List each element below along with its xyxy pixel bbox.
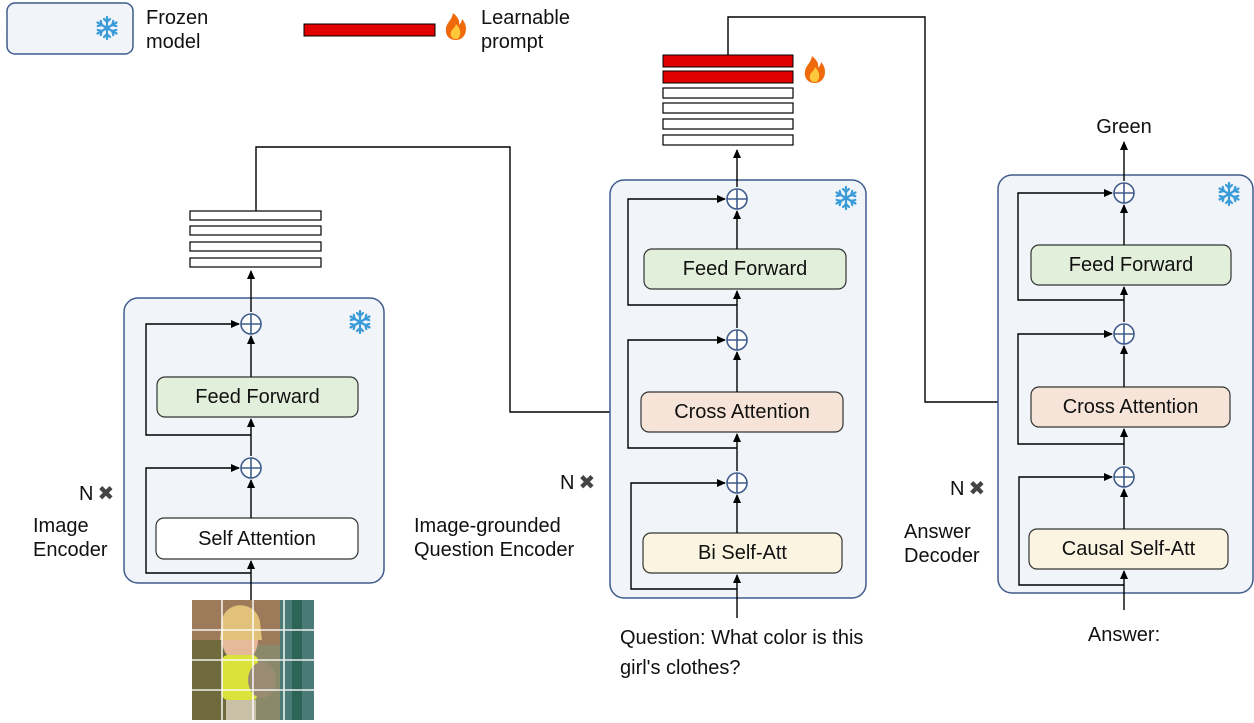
answer-decoder-name: Answer Decoder — [904, 520, 980, 568]
answer-decoder-self-att-box — [1028, 528, 1229, 570]
image-features-connector — [255, 146, 641, 416]
answer-decoder-repeat: N✖ — [950, 476, 985, 501]
answer-decoder-add-top — [1113, 182, 1135, 204]
answer-decoder-feed-forward-box — [1030, 244, 1232, 286]
image-embedding-token — [189, 241, 322, 252]
input-image — [192, 600, 314, 720]
answer-input-label: Answer: — [1087, 624, 1161, 646]
image-encoder-feed-forward-label: Feed Forward — [195, 386, 320, 408]
legend-learnable-line1: Learnable — [481, 7, 570, 29]
question-embedding-token — [662, 134, 794, 146]
answer-decoder-self-att-label: Causal Self-Att — [1061, 538, 1196, 560]
question-embedding-token — [662, 118, 794, 130]
question-encoder-add-middle — [726, 329, 748, 351]
image-encoder-add-bottom — [240, 457, 262, 479]
question-encoder-feed-forward-box — [643, 248, 847, 290]
answer-decoder-feed-forward-label: Feed Forward — [1068, 254, 1194, 276]
question-encoder-name-line1: Image-grounded — [414, 515, 561, 537]
question-encoder-add-top — [726, 188, 748, 210]
image-encoder-name: Image Encoder — [33, 514, 108, 562]
cross-icon: ✖ — [578, 470, 596, 494]
question-features-connector — [727, 16, 1030, 406]
answer-decoder-add-middle — [1113, 323, 1135, 345]
question-encoder-cross-attention-box — [640, 391, 844, 433]
question-embedding-token — [662, 102, 794, 114]
cross-icon: ✖ — [968, 476, 986, 500]
legend-frozen-line1: Frozen — [146, 7, 209, 29]
image-encoder-name-line2: Encoder — [33, 539, 108, 561]
answer-output-label: Green — [1096, 116, 1152, 138]
cross-icon: ✖ — [97, 481, 115, 505]
question-encoder-repeat-n: N — [560, 472, 575, 494]
image-encoder-self-attention-label: Self Attention — [198, 528, 316, 550]
legend-learnable-label: Learnable prompt — [481, 6, 570, 54]
legend-frozen-swatch — [6, 2, 134, 55]
learnable-prompt-token — [662, 70, 794, 84]
question-encoder-name-line2: Question Encoder — [414, 539, 575, 561]
question-encoder-repeat: N✖ — [560, 470, 595, 495]
image-embedding-token — [189, 210, 322, 221]
answer-decoder-name-line1: Answer — [904, 521, 971, 543]
legend-learnable-swatch — [303, 23, 436, 37]
image-encoder-repeat-n: N — [79, 483, 94, 505]
image-encoder-frozen-box — [123, 297, 385, 584]
image-embedding-token — [189, 257, 322, 268]
legend-frozen-label: Frozen model — [146, 6, 208, 54]
answer-decoder-add-bottom — [1113, 466, 1135, 488]
image-encoder-name-line1: Image — [33, 515, 89, 537]
answer-decoder-name-line2: Decoder — [904, 545, 980, 567]
question-input-text: Question: What color is this girl's clot… — [620, 626, 863, 680]
question-encoder-name: Image-grounded Question Encoder — [414, 514, 574, 562]
fire-icon — [445, 13, 466, 40]
image-encoder-repeat: N✖ — [79, 481, 114, 506]
fire-icon — [804, 56, 825, 83]
answer-decoder-cross-attention-box — [1030, 386, 1231, 428]
question-encoder-self-att-box — [642, 532, 843, 574]
question-input-line2: girl's clothes? — [620, 657, 741, 679]
question-encoder-self-att-label: Bi Self-Att — [698, 542, 787, 564]
image-embedding-token — [189, 225, 322, 236]
legend-learnable-line2: prompt — [481, 31, 544, 53]
question-encoder-add-bottom — [726, 472, 748, 494]
question-embedding-token — [662, 87, 794, 99]
image-encoder-feed-forward-box — [156, 376, 359, 418]
legend-frozen-line2: model — [146, 31, 201, 53]
question-encoder-feed-forward-label: Feed Forward — [682, 258, 808, 280]
question-encoder-cross-attention-label: Cross Attention — [674, 401, 810, 423]
learnable-prompt-token — [662, 54, 794, 68]
question-input-line1: Question: What color is this — [620, 627, 864, 649]
image-encoder-self-attention-box — [155, 517, 359, 560]
answer-decoder-cross-attention-label: Cross Attention — [1062, 396, 1199, 418]
image-encoder-add-top — [240, 313, 262, 335]
answer-decoder-repeat-n: N — [950, 478, 965, 500]
